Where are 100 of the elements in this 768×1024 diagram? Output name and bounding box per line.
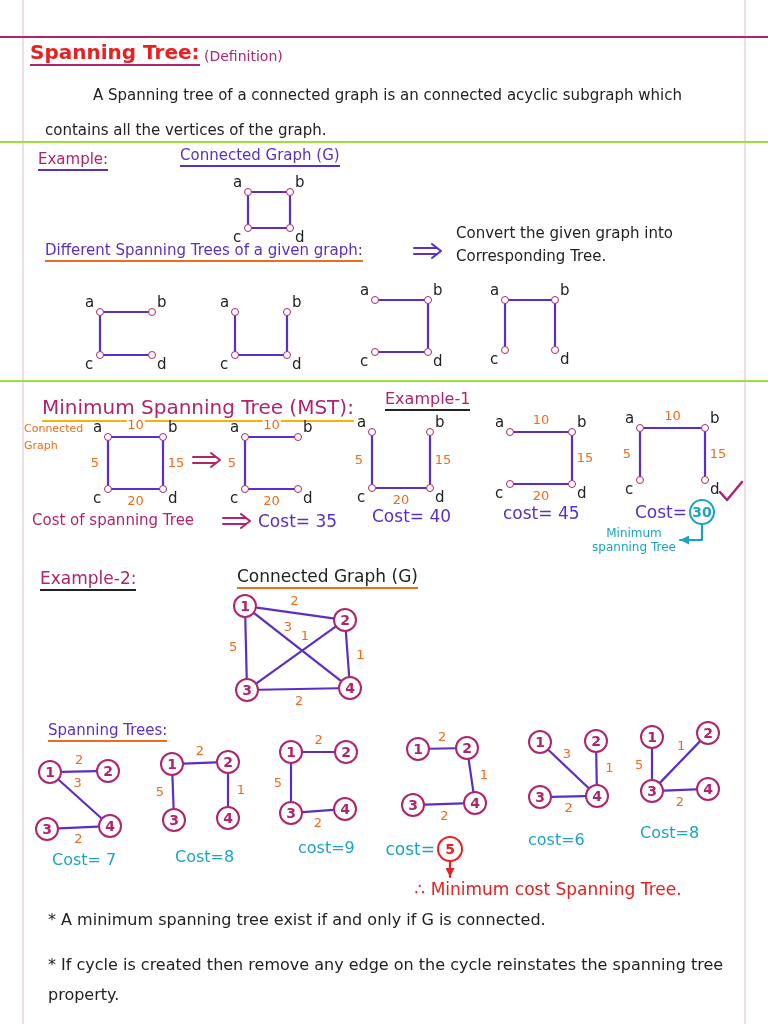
vertex-label: a [357, 414, 367, 431]
graph-edge [57, 778, 103, 820]
vertex-label: b [577, 414, 587, 431]
vertex-dot [426, 428, 434, 436]
note-text: Example: [38, 150, 109, 171]
vertex-circle: 1 [233, 594, 257, 618]
graph-edge [243, 439, 247, 487]
vertex-dot [568, 428, 576, 436]
graph-edge [512, 430, 570, 434]
graph-edge [570, 434, 574, 482]
graph-edge [595, 751, 598, 786]
vertex-circle: 1 [279, 740, 303, 764]
graph-edge [161, 439, 165, 487]
vertex-dot [159, 433, 167, 441]
vertex-label: b [433, 282, 443, 299]
vertex-circle: 2 [584, 729, 608, 753]
vertex-dot [701, 476, 709, 484]
note-text: Cost= 40 [372, 506, 452, 528]
note-text: * A minimum spanning tree exist if and only if G is connected. [48, 910, 547, 930]
vertex-circle: 4 [333, 797, 357, 821]
graph-edge [507, 298, 553, 302]
vertex-dot [368, 428, 376, 436]
graph-edge [246, 194, 250, 226]
graph-edge [255, 606, 335, 620]
graph-edge [102, 353, 150, 357]
vertex-dot [148, 308, 156, 316]
vertex-dot [568, 480, 576, 488]
vertex-dot [424, 296, 432, 304]
vertex-circle: 3 [640, 779, 664, 803]
vertex-circle: 4 [338, 676, 362, 700]
vertex-label: c [85, 356, 94, 373]
note-text: Connected Graph [24, 421, 84, 454]
vertex-label: d [560, 351, 570, 368]
vertex-dot [96, 308, 104, 316]
vertex-label: a [625, 410, 635, 427]
vertex-dot [244, 224, 252, 232]
graph-edge [377, 298, 426, 302]
note-text: Cost=8 [640, 823, 700, 843]
vertex-circle: 3 [279, 801, 303, 825]
graph-edge [226, 772, 230, 808]
vertex-circle: 2 [96, 759, 120, 783]
vertex-circle: 1 [406, 737, 430, 761]
vertex-label: a [93, 419, 103, 436]
graph-edge [426, 302, 430, 350]
vertex-label: b [292, 294, 302, 311]
note-text: Cost= 7 [52, 850, 117, 870]
edge-label: 5 [633, 757, 645, 772]
vertex-label: c [625, 481, 634, 498]
graph-edge [102, 310, 150, 314]
arrow [445, 860, 455, 879]
note-text: cost=6 [528, 830, 585, 850]
vertex-label: c [220, 356, 229, 373]
note-text: cost= 45 [503, 503, 580, 525]
vertex-dot [148, 351, 156, 359]
graph-edge [344, 630, 351, 678]
vertex-dot [231, 351, 239, 359]
vertex-dot [231, 308, 239, 316]
vertex-dot [424, 348, 432, 356]
note-text: Connected Graph (G) [237, 566, 418, 590]
vertex-label: c [495, 485, 504, 502]
vertex-dot [294, 485, 302, 493]
note-text: Example-2: [40, 568, 137, 592]
graph-edge [703, 430, 707, 478]
graph-edge [662, 788, 698, 792]
graph-edge [250, 226, 288, 230]
graph-edge [547, 749, 590, 789]
vertex-label: d [577, 485, 587, 502]
graph-edge [57, 825, 100, 830]
vertex-circle: 3 [528, 785, 552, 809]
note-text: * If cycle is created then remove any edge on the cycle reinstates the spanning tree property. [48, 954, 725, 1007]
vertex-label: d [292, 356, 302, 373]
vertex-circle: 2 [455, 736, 479, 760]
graph-edge [650, 747, 654, 781]
graph-edge [289, 762, 293, 803]
vertex-label: a [230, 419, 240, 436]
cost-label: cost= [385, 839, 435, 859]
graph-edge [642, 426, 703, 430]
note-text: A Spanning tree of a connected graph is an connected acyclic subgraph which contains all the vertices of the graph. [45, 85, 684, 141]
note-text: Convert the given graph into Corresponding Tree. [456, 223, 674, 267]
graph-edge [423, 802, 465, 806]
graph-edge [428, 747, 457, 750]
graph-edge [98, 314, 102, 353]
vertex-dot [501, 346, 509, 354]
vertex-circle: 1 [160, 752, 184, 776]
vertex-label: c [360, 353, 369, 370]
vertex-dot [104, 433, 112, 441]
vertex-label: c [93, 490, 102, 507]
vertex-label: c [230, 490, 239, 507]
graph-edge [370, 434, 374, 486]
note-text: Cost= 35 [258, 511, 338, 533]
vertex-label: c [357, 489, 366, 506]
graph-edge [110, 435, 161, 439]
vertex-label: d [710, 481, 720, 498]
vertex-label: c [490, 351, 499, 368]
vertex-dot [701, 424, 709, 432]
arrow [678, 523, 704, 545]
vertex-label: a [220, 294, 230, 311]
note-text: Cost=8 [175, 847, 235, 867]
graph-edge [233, 314, 237, 353]
vertex-dot [241, 485, 249, 493]
